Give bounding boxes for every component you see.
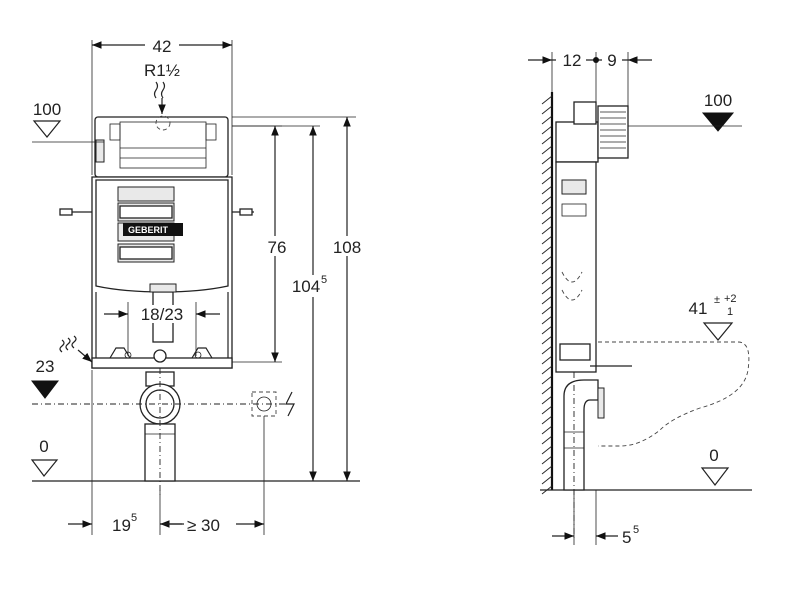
level-41-plus: +2 [724,293,737,305]
level-0-side: 0 [700,446,730,486]
level-23-label: 23 [36,357,55,376]
wall-hatch [541,475,553,485]
dim-104-label: 104 [292,277,320,296]
front-view: GEBERIT [30,36,366,535]
wall-hatch [541,295,553,305]
water-supply-icon [153,81,166,99]
wall-hatch [541,365,553,375]
wall-hatch [541,165,553,175]
wall-hatch [541,325,553,335]
dim-height-104: 104 5 [232,125,334,481]
wall-hatch [541,145,553,155]
wall-hatch [541,215,553,225]
wall-hatch [541,415,553,425]
wall-hatch [541,155,553,165]
wall-hatch [541,385,553,395]
level-0-side-label: 0 [709,446,718,465]
level-100-front-label: 100 [33,100,61,119]
wall-hatch [541,115,553,125]
level-41-minus: 1 [727,306,733,318]
dim-12-label: 12 [563,51,582,70]
wall-hatch [541,305,553,315]
wall-hatch [541,235,553,245]
wall-hatch [541,225,553,235]
dim-5-label: 5 [622,528,631,547]
dim-height-108: 108 [232,116,366,481]
cistern-body: GEBERIT [59,176,254,369]
cistern-top [94,115,229,178]
wall-hatch [541,125,553,135]
side-drain-bend [563,372,605,540]
level-41-pm: ± [714,294,720,306]
wall-hatch [541,265,553,275]
level-23-front: 23 [30,335,93,399]
wall-hatch [541,335,553,345]
wall-hatch [541,375,553,385]
dim-5-sup: 5 [633,524,639,536]
side-module [555,101,632,373]
wall-hatch [541,185,553,195]
toilet-bowl [598,341,750,447]
thread-label: R1½ [144,61,180,80]
level-41-label: 41 [689,299,708,318]
wall-hatch [541,175,553,185]
dim-19-label: 19 [112,516,131,535]
wall-hatch [541,245,553,255]
dim-pipe-18-23: 18/23 [104,302,220,356]
electric-symbol-icon [285,391,295,417]
dim-104-sup: 5 [321,274,327,286]
dim-19-sup: 5 [131,512,137,524]
logo-text: GEBERIT [128,225,169,235]
wall-hatch [541,445,553,455]
geberit-logo: GEBERIT [123,223,183,236]
frame-feet [91,347,233,369]
wall-hatch [541,425,553,435]
wall-hatch [541,95,553,105]
wall-hatch [541,285,553,295]
level-41-side: 41 ± +2 1 [689,293,737,341]
level-0-front-label: 0 [39,437,48,456]
dim-depth: 12 9 [528,50,652,106]
wall-hatch [541,355,553,365]
water-inlet-circle [155,115,171,131]
wall-hatch [541,255,553,265]
dim-width-42: 42 [91,36,233,175]
wall-hatch [541,315,553,325]
level-100-side-label: 100 [704,91,732,110]
level-100-front: 100 [32,100,104,143]
level-0-front: 0 [30,437,59,477]
wall-hatch [541,455,553,465]
dim-offset-5: 5 5 [552,490,639,547]
wall-hatch [541,345,553,355]
level-100-side: 100 [628,91,742,132]
wall-hatch [541,205,553,215]
wall-hatch [541,135,553,145]
wall-hatch [541,405,553,415]
side-view: 12 9 100 41 ± +2 1 0 5 [528,50,752,547]
dim-30-label: ≥ 30 [187,516,220,535]
wall [541,92,554,495]
drain-squiggle-icon [59,335,77,353]
water-connection: R1½ [144,61,180,114]
dim-42-label: 42 [153,37,172,56]
dim-18-23-label: 18/23 [141,305,184,324]
wall-hatch [541,105,553,115]
dim-9-label: 9 [607,51,616,70]
wall-hatch [541,465,553,475]
dim-bottom-front: 19 5 ≥ 30 [68,370,265,535]
dim-height-76: 76 [232,125,288,363]
wall-hatch [541,435,553,445]
wall-hatch [541,395,553,405]
drain-pipe [139,368,181,495]
wall-hatch [541,195,553,205]
dim-108-label: 108 [333,238,361,257]
dim-76-label: 76 [268,238,287,257]
wall-hatch [541,275,553,285]
